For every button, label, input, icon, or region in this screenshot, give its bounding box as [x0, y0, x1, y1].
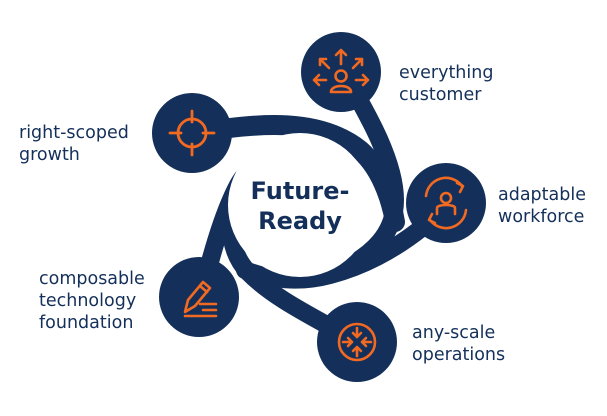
label-composable-line3: foundation	[39, 313, 134, 333]
center-title-line1: Future-	[250, 177, 350, 205]
center-disc	[228, 133, 372, 277]
node-any-scale-operations	[317, 302, 397, 382]
label-composable-technology-foundation: composable technology foundation	[39, 268, 145, 334]
scale-arrows-icon	[337, 322, 377, 362]
label-everything-customer-line1: everything	[399, 63, 494, 83]
label-right-scoped-growth: right-scoped growth	[19, 122, 129, 166]
node-composable-technology	[159, 257, 239, 337]
target-crosshair-icon	[168, 109, 216, 157]
node-right-scoped-growth	[152, 93, 232, 173]
label-adaptable-workforce-line2: workforce	[498, 207, 585, 227]
node-everything-customer	[301, 32, 381, 112]
label-adaptable-workforce-line1: adaptable	[498, 185, 586, 205]
label-composable-line1: composable	[39, 269, 145, 289]
label-any-scale-operations-line1: any-scale	[412, 323, 496, 343]
label-right-scoped-growth-line2: growth	[19, 145, 80, 165]
node-adaptable-workforce	[406, 163, 486, 243]
center-title-line2: Ready	[258, 207, 342, 235]
label-adaptable-workforce: adaptable workforce	[498, 184, 586, 228]
center-title: Future- Ready	[230, 176, 370, 236]
label-composable-line2: technology	[39, 291, 137, 311]
label-everything-customer: everything customer	[399, 62, 493, 106]
label-right-scoped-growth-line1: right-scoped	[19, 123, 129, 143]
label-everything-customer-line2: customer	[399, 85, 482, 105]
workforce-cycle-icon	[424, 176, 468, 230]
label-any-scale-operations: any-scale operations	[412, 322, 505, 366]
pencil-list-icon	[183, 280, 218, 318]
label-any-scale-operations-line2: operations	[412, 345, 506, 365]
customer-arrows-icon	[312, 48, 370, 94]
